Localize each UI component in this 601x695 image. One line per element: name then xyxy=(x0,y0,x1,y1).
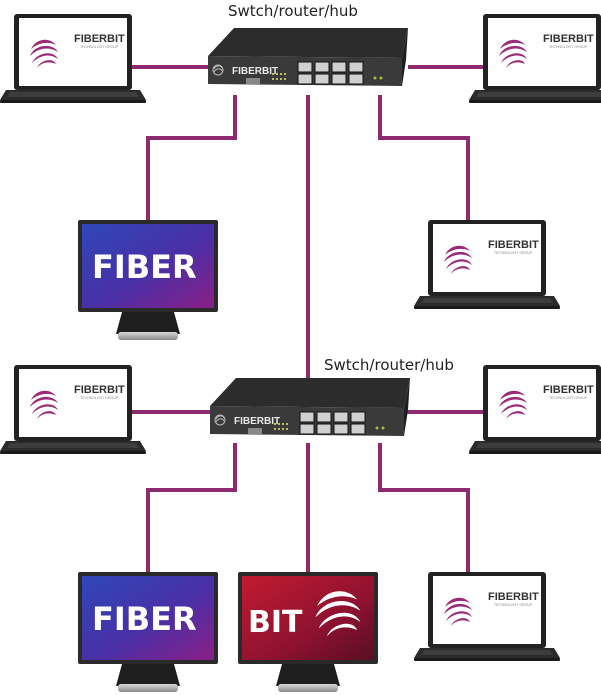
monitor-bit-logo-icon xyxy=(315,591,361,637)
switch-bottom-brand: FIBERBIT xyxy=(234,416,280,427)
monitor-fiber-top-text: FIBER xyxy=(92,248,197,286)
laptop-bottom-left-brand: FIBERBIT xyxy=(74,384,125,396)
monitor-bit-text: BIT xyxy=(248,605,303,640)
laptop-bottom-right-brand: FIBERBIT xyxy=(543,384,594,396)
switch-top-brand: FIBERBIT xyxy=(232,66,278,77)
monitor-fiber-bottom: FIBER xyxy=(78,572,218,692)
laptop-bottom-right: FIBERBIT xyxy=(469,365,601,454)
link-top-right-laptop-2 xyxy=(378,95,470,220)
monitor-fiber-bottom-text: FIBER xyxy=(92,600,197,638)
network-links xyxy=(118,65,486,572)
laptop-top-right: FIBERBIT xyxy=(469,14,601,103)
switch-top-label: Swtch/router/hub xyxy=(228,2,358,20)
switch-top: FIBERBIT xyxy=(207,27,409,87)
laptop-bottom-right-2: FIBERBIT xyxy=(414,572,560,661)
link-bottom-right-laptop-2 xyxy=(378,443,470,572)
laptop-bottom-right-2-brand: FIBERBIT xyxy=(488,591,539,603)
laptop-top-right-brand: FIBERBIT xyxy=(543,33,594,45)
link-top-fiber-monitor xyxy=(146,95,237,222)
monitor-bit: BIT xyxy=(238,572,378,692)
laptop-mid-right: FIBERBIT xyxy=(414,220,560,309)
laptop-top-left-brand: FIBERBIT xyxy=(74,33,125,45)
link-bottom-fiber-monitor xyxy=(146,443,237,572)
laptop-bottom-left: FIBERBIT xyxy=(0,365,146,454)
laptop-mid-right-brand: FIBERBIT xyxy=(488,239,539,251)
switch-bottom: FIBERBIT xyxy=(209,377,411,437)
switch-bottom-label: Swtch/router/hub xyxy=(324,356,454,374)
monitor-fiber-top: FIBER xyxy=(78,220,218,340)
laptop-top-left: FIBERBIT xyxy=(0,14,146,103)
